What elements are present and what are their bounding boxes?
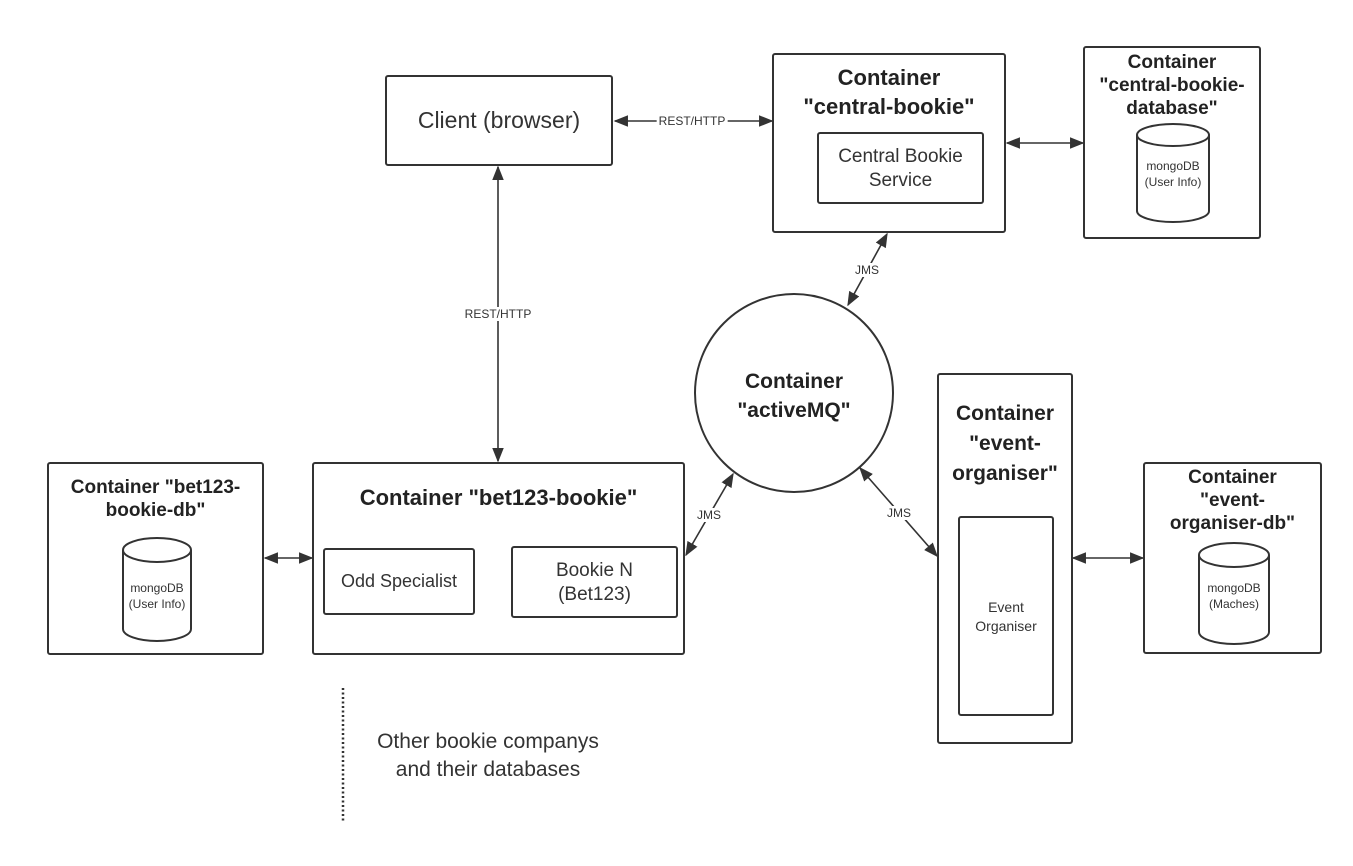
mongodb-cylinder-icon (1136, 123, 1210, 223)
event-organiser-inner-box: Event Organiser (958, 516, 1054, 716)
jms-label-central: JMS (853, 263, 881, 277)
event-organiser-container: Container "event- organiser" Event Organ… (937, 373, 1073, 744)
bookie-n-box: Bookie N (Bet123) (511, 546, 678, 618)
jms-label-event: JMS (885, 506, 913, 520)
central-bookie-service-box: Central Bookie Service (817, 132, 984, 204)
activemq-title: Container "activeMQ" (737, 370, 851, 422)
jms-label-bet123: JMS (695, 508, 723, 522)
event-db-mongodb-label: mongoDB (Maches) (1207, 581, 1261, 611)
odd-specialist-box: Odd Specialist (323, 548, 475, 615)
activemq-container: Container "activeMQ" (694, 293, 894, 493)
bet123-bookie-title: Container "bet123-bookie" (359, 485, 638, 510)
central-bookie-database-container: Container "central-bookie- database" mon… (1083, 46, 1261, 239)
central-bookie-container: Container "central-bookie" Central Booki… (772, 53, 1006, 233)
bet123-db-mongodb-label: mongoDB (User Info) (128, 581, 186, 611)
other-bookies-note: Other bookie companys and their database… (377, 730, 599, 781)
bet123-bookie-db-container: Container "bet123- bookie-db" mongoDB (U… (47, 462, 264, 655)
client-browser-box: Client (browser) (385, 75, 613, 166)
central-db-title: Container "central-bookie- database" (1099, 52, 1245, 119)
mongodb-cylinder-icon (1198, 542, 1270, 645)
event-organiser-title: Container "event- organiser" (952, 402, 1058, 485)
event-db-title: Container "event- organiser-db" (1169, 467, 1296, 534)
rest-http-label-top: REST/HTTP (656, 114, 728, 128)
central-db-mongodb-label: mongoDB (User Info) (1144, 159, 1202, 189)
central-bookie-service-label: Central Bookie Service (838, 146, 963, 191)
rest-http-label-vertical: REST/HTTP (462, 307, 534, 321)
odd-specialist-label: Odd Specialist (340, 571, 458, 591)
bet123-bookie-container: Container "bet123-bookie" Odd Specialist… (312, 462, 685, 655)
bet123-db-title: Container "bet123- bookie-db" (70, 477, 241, 521)
central-bookie-title: Container "central-bookie" (803, 65, 975, 119)
client-browser-label: Client (browser) (417, 107, 581, 133)
mongodb-cylinder-icon (122, 537, 192, 642)
event-organiser-db-container: Container "event- organiser-db" mongoDB … (1143, 462, 1322, 654)
event-organiser-inner-label: Event Organiser (975, 599, 1037, 634)
bookie-n-label: Bookie N (Bet123) (555, 560, 634, 605)
